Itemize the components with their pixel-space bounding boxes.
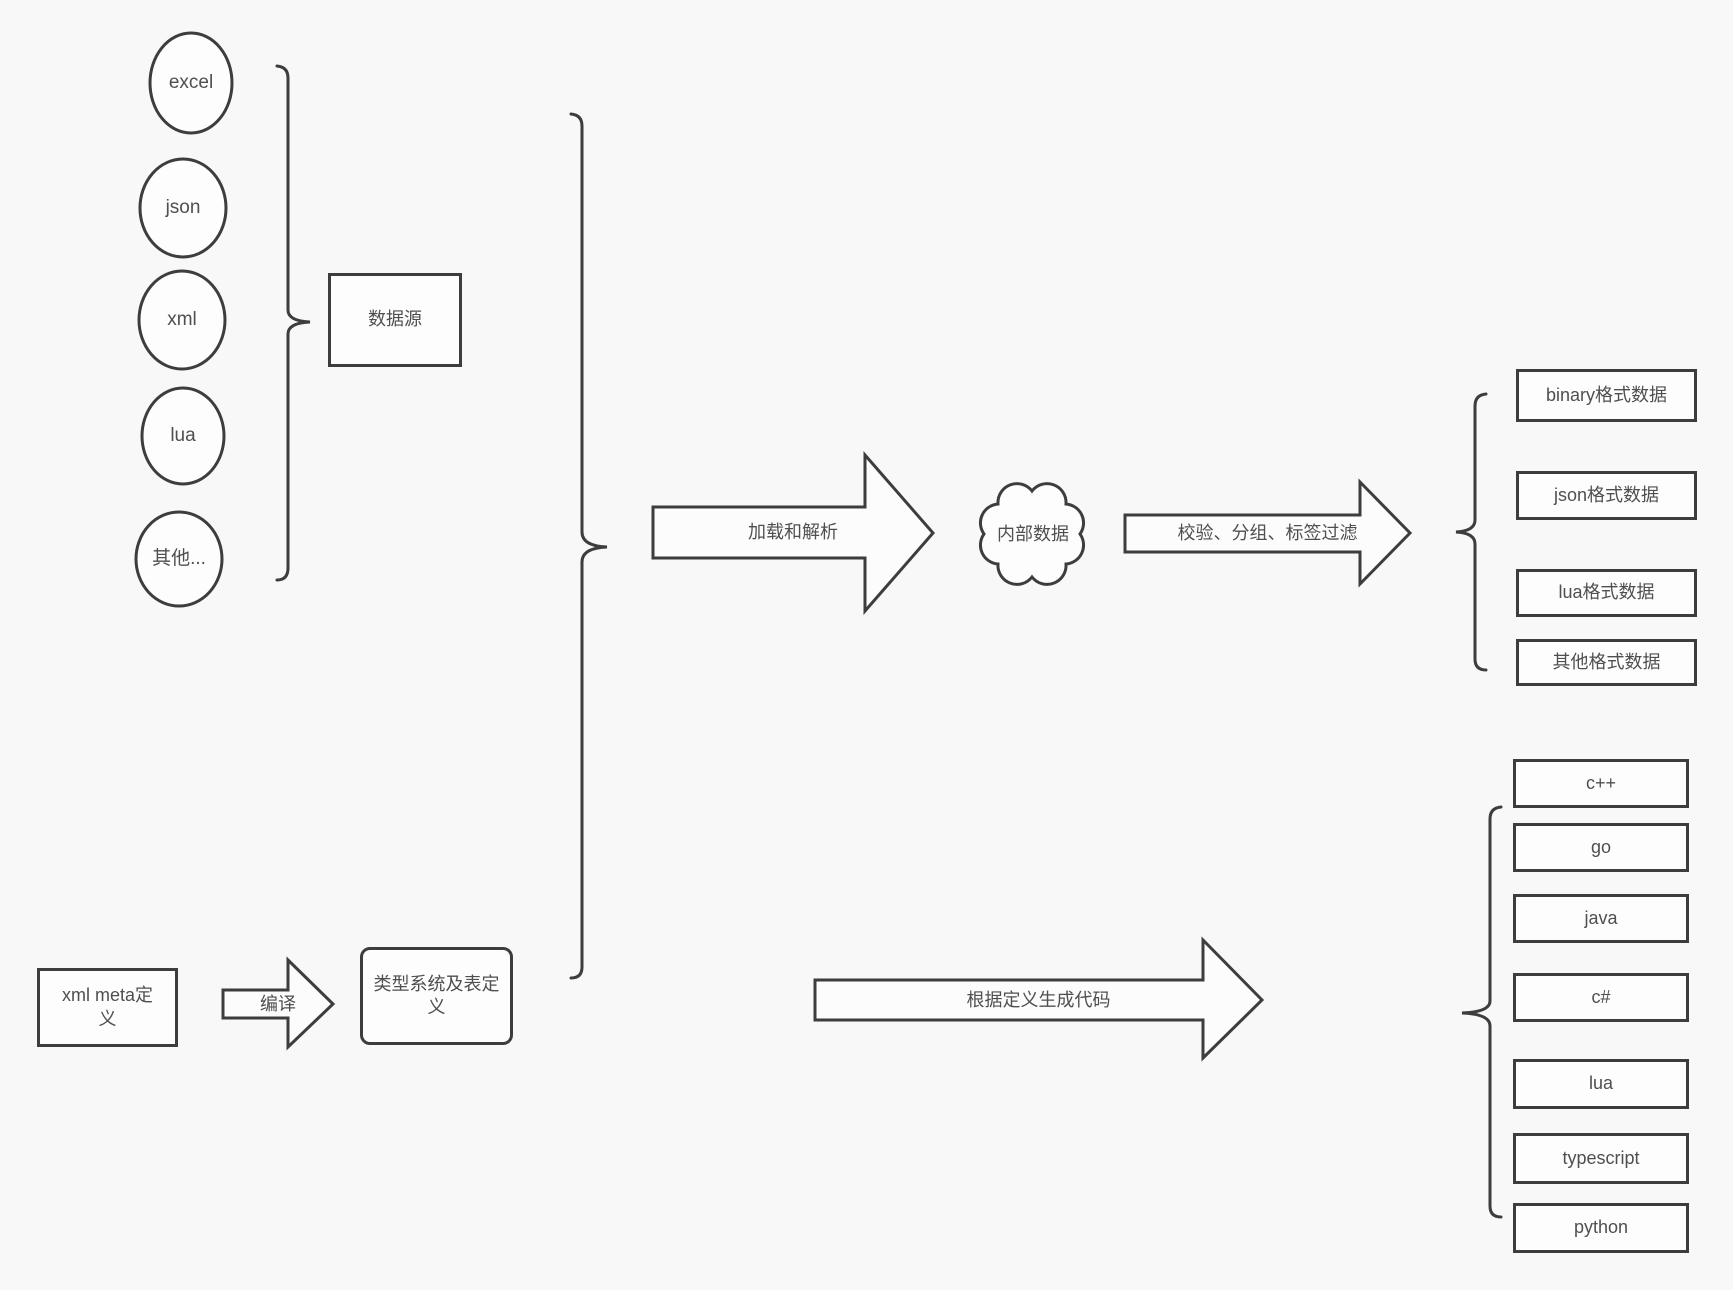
language-box-csharp: c# [1513,973,1689,1022]
compile-arrow [221,956,336,1051]
source-ellipse-xml [137,269,227,371]
formats-brace [1455,392,1488,672]
language-box-lua: lua [1513,1059,1689,1109]
internal-data-label: 内部数据 [997,523,1069,544]
source-node-json: json [165,197,201,219]
load-parse-arrow [651,450,935,616]
source-ellipse-other [134,510,224,608]
language-box-cpp: c++ [1513,759,1689,808]
format-box-binary: binary格式数据 [1516,369,1697,422]
generate-code-arrow [813,936,1265,1062]
filter-arrow-label: 校验、分组、标签过滤 [1177,523,1358,544]
language-box-java: java [1513,894,1689,943]
meta-definition-box: xml meta定义 [37,968,178,1047]
source-ellipse-excel [148,31,234,135]
languages-brace [1461,805,1503,1219]
language-box-typescript: typescript [1513,1133,1689,1184]
main-brace [569,112,608,980]
internal-data-cloud [979,482,1085,586]
source-ellipse-lua [140,386,226,486]
format-box-json: json格式数据 [1516,471,1697,520]
filter-arrow [1123,478,1413,588]
compile-arrow-label: 编译 [260,994,296,1015]
language-box-go: go [1513,823,1689,872]
source-node-excel: excel [168,72,214,94]
typesystem-box: 类型系统及表定义 [360,947,513,1045]
source-node-lua: lua [170,425,196,447]
source-node-xml: xml [167,309,197,331]
format-box-other: 其他格式数据 [1516,639,1697,686]
source-node-other: 其他... [152,548,206,570]
language-box-python: python [1513,1203,1689,1253]
source-ellipse-json [138,157,228,259]
load-parse-arrow-label: 加载和解析 [748,522,838,543]
datasource-box: 数据源 [328,273,462,367]
format-box-lua: lua格式数据 [1516,569,1697,617]
sources-brace [275,64,311,582]
generate-code-arrow-label: 根据定义生成代码 [966,989,1111,1010]
